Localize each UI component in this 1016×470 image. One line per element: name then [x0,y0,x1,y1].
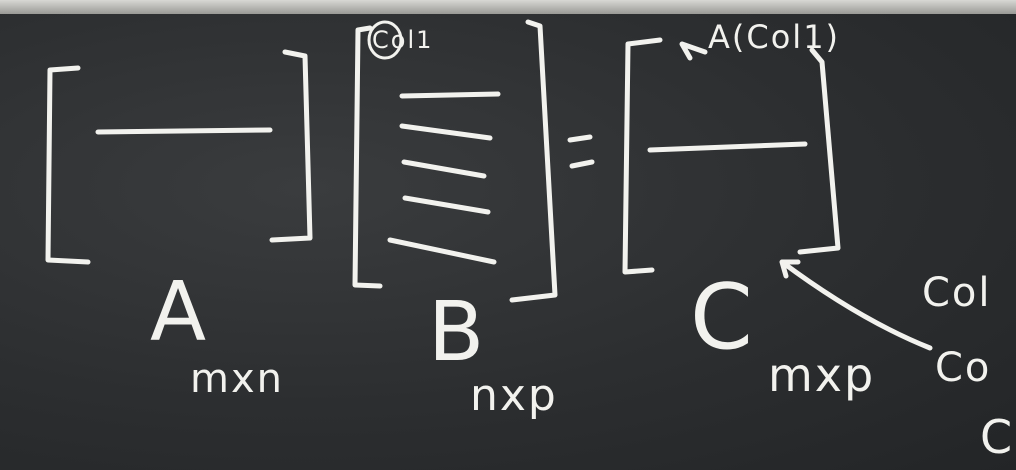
matrix-a-right-bracket [269,49,313,243]
matrix-b-annotation: Col1 [372,26,434,54]
matrix-a-row-line [95,127,273,135]
matrix-b-dims: nxp [470,370,558,421]
equals-sign-top [567,134,593,143]
edge-text: Co [935,345,992,391]
board-top-edge [0,0,1016,14]
edge-text: C [980,410,1015,464]
matrix-b-circle-mark [367,20,403,60]
matrix-b-col-line [402,195,491,215]
edge-text: Col [922,270,992,316]
matrix-a-dims: mxn [190,356,284,402]
equals-sign-bottom [569,159,595,169]
matrix-a-left-bracket [45,65,91,265]
pointer-arrow [779,259,933,351]
matrix-b-left-bracket [352,25,383,289]
matrix-c-right-bracket [797,47,841,255]
annotation-arrow [679,41,708,61]
matrix-c-annotation: A(Col1) [708,18,841,56]
matrix-c-left-bracket [622,37,663,275]
matrix-b-col-line [387,237,497,265]
matrix-b-right-bracket [509,19,558,303]
matrix-b-col-line [399,123,493,141]
matrix-b-label: B [428,285,487,380]
matrix-c-row-line [647,141,808,153]
matrix-c-label: C [690,265,755,370]
matrix-b-col-line [399,91,501,99]
matrix-c-dims: mxp [768,348,876,402]
matrix-b-col-line [401,159,487,179]
matrix-a-label: A [150,265,209,360]
